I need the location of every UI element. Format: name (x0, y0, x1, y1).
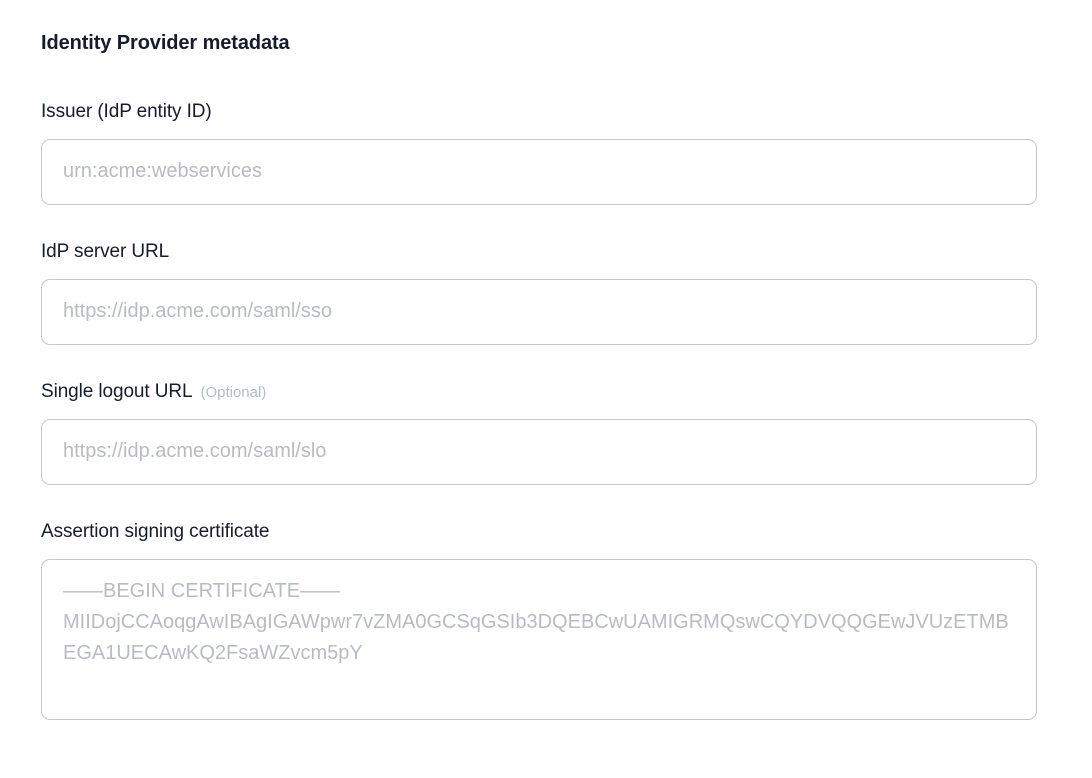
idp-server-url-label: IdP server URL (41, 241, 170, 262)
field-idp-server-url: IdP server URL (41, 240, 1037, 345)
issuer-label: Issuer (IdP entity ID) (41, 101, 212, 122)
assertion-signing-certificate-label: Assertion signing certificate (41, 521, 270, 542)
single-logout-url-label: Single logout URL (41, 381, 193, 402)
field-single-logout-url: Single logout URL (Optional) (41, 380, 1037, 485)
section-title: Identity Provider metadata (41, 32, 290, 54)
optional-tag: (Optional) (200, 384, 267, 401)
field-issuer: Issuer (IdP entity ID) (41, 100, 1037, 205)
assertion-signing-certificate-textarea[interactable] (41, 558, 1037, 720)
field-assertion-signing-certificate: Assertion signing certificate (41, 520, 1037, 720)
single-logout-url-input[interactable] (41, 418, 1037, 485)
single-logout-url-label-row: Single logout URL (Optional) (41, 380, 1037, 405)
idp-server-url-input[interactable] (41, 278, 1037, 345)
issuer-input[interactable] (41, 138, 1037, 205)
